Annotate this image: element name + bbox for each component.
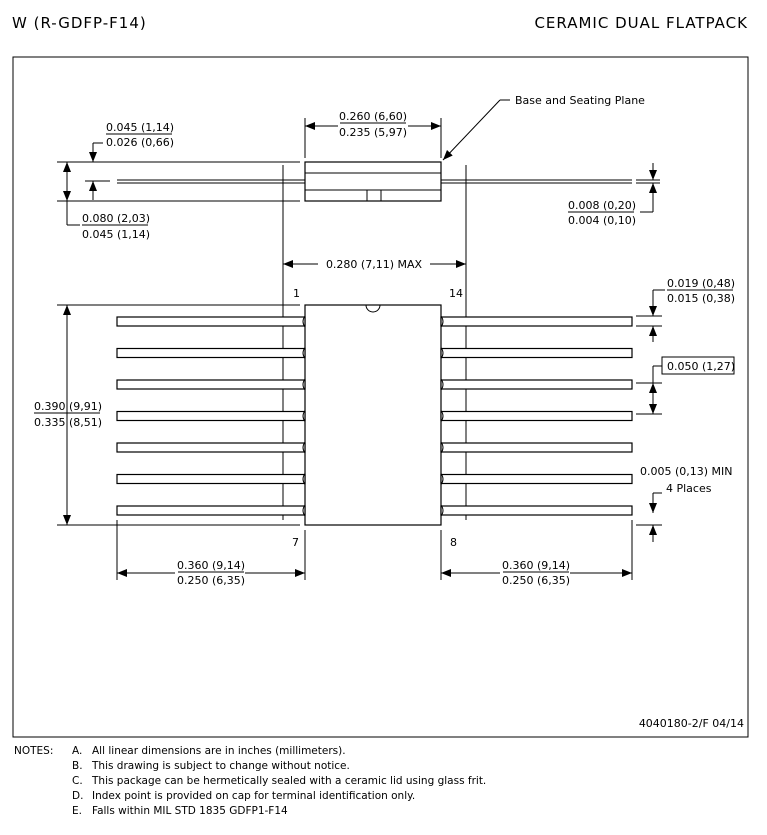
min-gap-note: 4 Places bbox=[666, 482, 712, 495]
pin-14-label: 14 bbox=[449, 287, 463, 300]
note-text: All linear dimensions are in inches (mil… bbox=[92, 745, 346, 757]
max-width-label: 0.280 (7,11) MAX bbox=[326, 258, 423, 271]
min-gap: 0.005 (0,13) MIN bbox=[640, 465, 733, 478]
body-length-min: 0.335 (8,51) bbox=[34, 416, 102, 429]
pitch-box bbox=[661, 356, 735, 375]
glass-frit-bump bbox=[440, 441, 444, 454]
lead-left bbox=[116, 505, 306, 516]
lead-width-max: 0.019 (0,48) bbox=[667, 277, 735, 290]
pin-7-label: 7 bbox=[292, 536, 299, 549]
lead-left bbox=[116, 442, 306, 453]
note-text: Index point is provided on cap for termi… bbox=[92, 790, 416, 802]
package-height-max: 0.080 (2,03) bbox=[82, 212, 150, 225]
lead-pitch: 0.050 (1,27) bbox=[667, 360, 735, 373]
lead-right bbox=[440, 505, 633, 516]
glass-frit-bump bbox=[440, 347, 444, 359]
note-letter: C. bbox=[72, 775, 83, 787]
lead-length-left-max: 0.360 (9,14) bbox=[177, 559, 245, 572]
glass-frit-bump bbox=[302, 315, 306, 328]
body-length-max: 0.390 (9,91) bbox=[34, 400, 102, 413]
lead-length-right-max: 0.360 (9,14) bbox=[502, 559, 570, 572]
notes-label: NOTES: bbox=[14, 745, 54, 757]
lead-right bbox=[440, 410, 633, 422]
lead-length-left-min: 0.250 (6,35) bbox=[177, 574, 245, 587]
pin-1-label: 1 bbox=[293, 287, 300, 300]
top-body bbox=[304, 304, 442, 526]
lead-length-right-min: 0.250 (6,35) bbox=[502, 574, 570, 587]
glass-frit-bump bbox=[440, 410, 444, 422]
body-width-max: 0.260 (6,60) bbox=[339, 110, 407, 123]
note-text: Falls within MIL STD 1835 GDFP1-F14 bbox=[92, 805, 288, 817]
note-letter: B. bbox=[72, 760, 83, 772]
lead-height-max: 0.045 (1,14) bbox=[106, 121, 174, 134]
lead-left bbox=[116, 410, 306, 422]
lead-thickness-max: 0.008 (0,20) bbox=[568, 199, 636, 212]
glass-frit-bump bbox=[440, 504, 444, 517]
glass-frit-bump bbox=[302, 473, 306, 485]
base-seating-plane-label: Base and Seating Plane bbox=[515, 94, 645, 107]
glass-frit-bump bbox=[302, 441, 306, 454]
lead-right bbox=[440, 442, 633, 453]
glass-frit-bump bbox=[440, 378, 444, 391]
glass-frit-bump bbox=[440, 315, 444, 328]
lead-right bbox=[440, 316, 633, 327]
lead-thickness-min: 0.004 (0,10) bbox=[568, 214, 636, 227]
lead-height-min: 0.026 (0,66) bbox=[106, 136, 174, 149]
pin-8-label: 8 bbox=[450, 536, 457, 549]
glass-frit-bump bbox=[302, 504, 306, 517]
lead-width-min: 0.015 (0,38) bbox=[667, 292, 735, 305]
body-width-min: 0.235 (5,97) bbox=[339, 126, 407, 139]
note-letter: D. bbox=[72, 790, 84, 802]
top-view: 1 14 7 8 0.390 (9,91) 0.335 (8,51) 0.360… bbox=[34, 277, 735, 588]
note-text: This drawing is subject to change withou… bbox=[92, 760, 350, 772]
glass-frit-bump bbox=[302, 410, 306, 422]
note-letter: E. bbox=[72, 805, 82, 817]
lead-left bbox=[116, 316, 306, 327]
side-view: 0.260 (6,60) 0.235 (5,97) Base and Seati… bbox=[57, 94, 660, 520]
lead-left bbox=[116, 347, 306, 359]
drawing-frame bbox=[12, 56, 749, 738]
lead-left bbox=[116, 379, 306, 390]
glass-frit-bump bbox=[440, 473, 444, 485]
package-height-min: 0.045 (1,14) bbox=[82, 228, 150, 241]
side-body bbox=[304, 161, 442, 202]
lead-right bbox=[440, 379, 633, 390]
lead-right bbox=[440, 473, 633, 485]
index-notch bbox=[365, 304, 381, 313]
glass-frit-bump bbox=[302, 347, 306, 359]
drawing-number: 4040180-2/F 04/14 bbox=[639, 717, 744, 730]
note-letter: A. bbox=[72, 745, 83, 757]
note-text: This package can be hermetically sealed … bbox=[92, 775, 487, 787]
glass-frit-bump bbox=[302, 378, 306, 391]
lead-right bbox=[440, 347, 633, 359]
lead-left bbox=[116, 473, 306, 485]
package-type: CERAMIC DUAL FLATPACK bbox=[534, 14, 748, 32]
package-code: W (R-GDFP-F14) bbox=[12, 14, 147, 32]
notes: NOTES: A. All linear dimensions are in inc… bbox=[14, 744, 486, 819]
